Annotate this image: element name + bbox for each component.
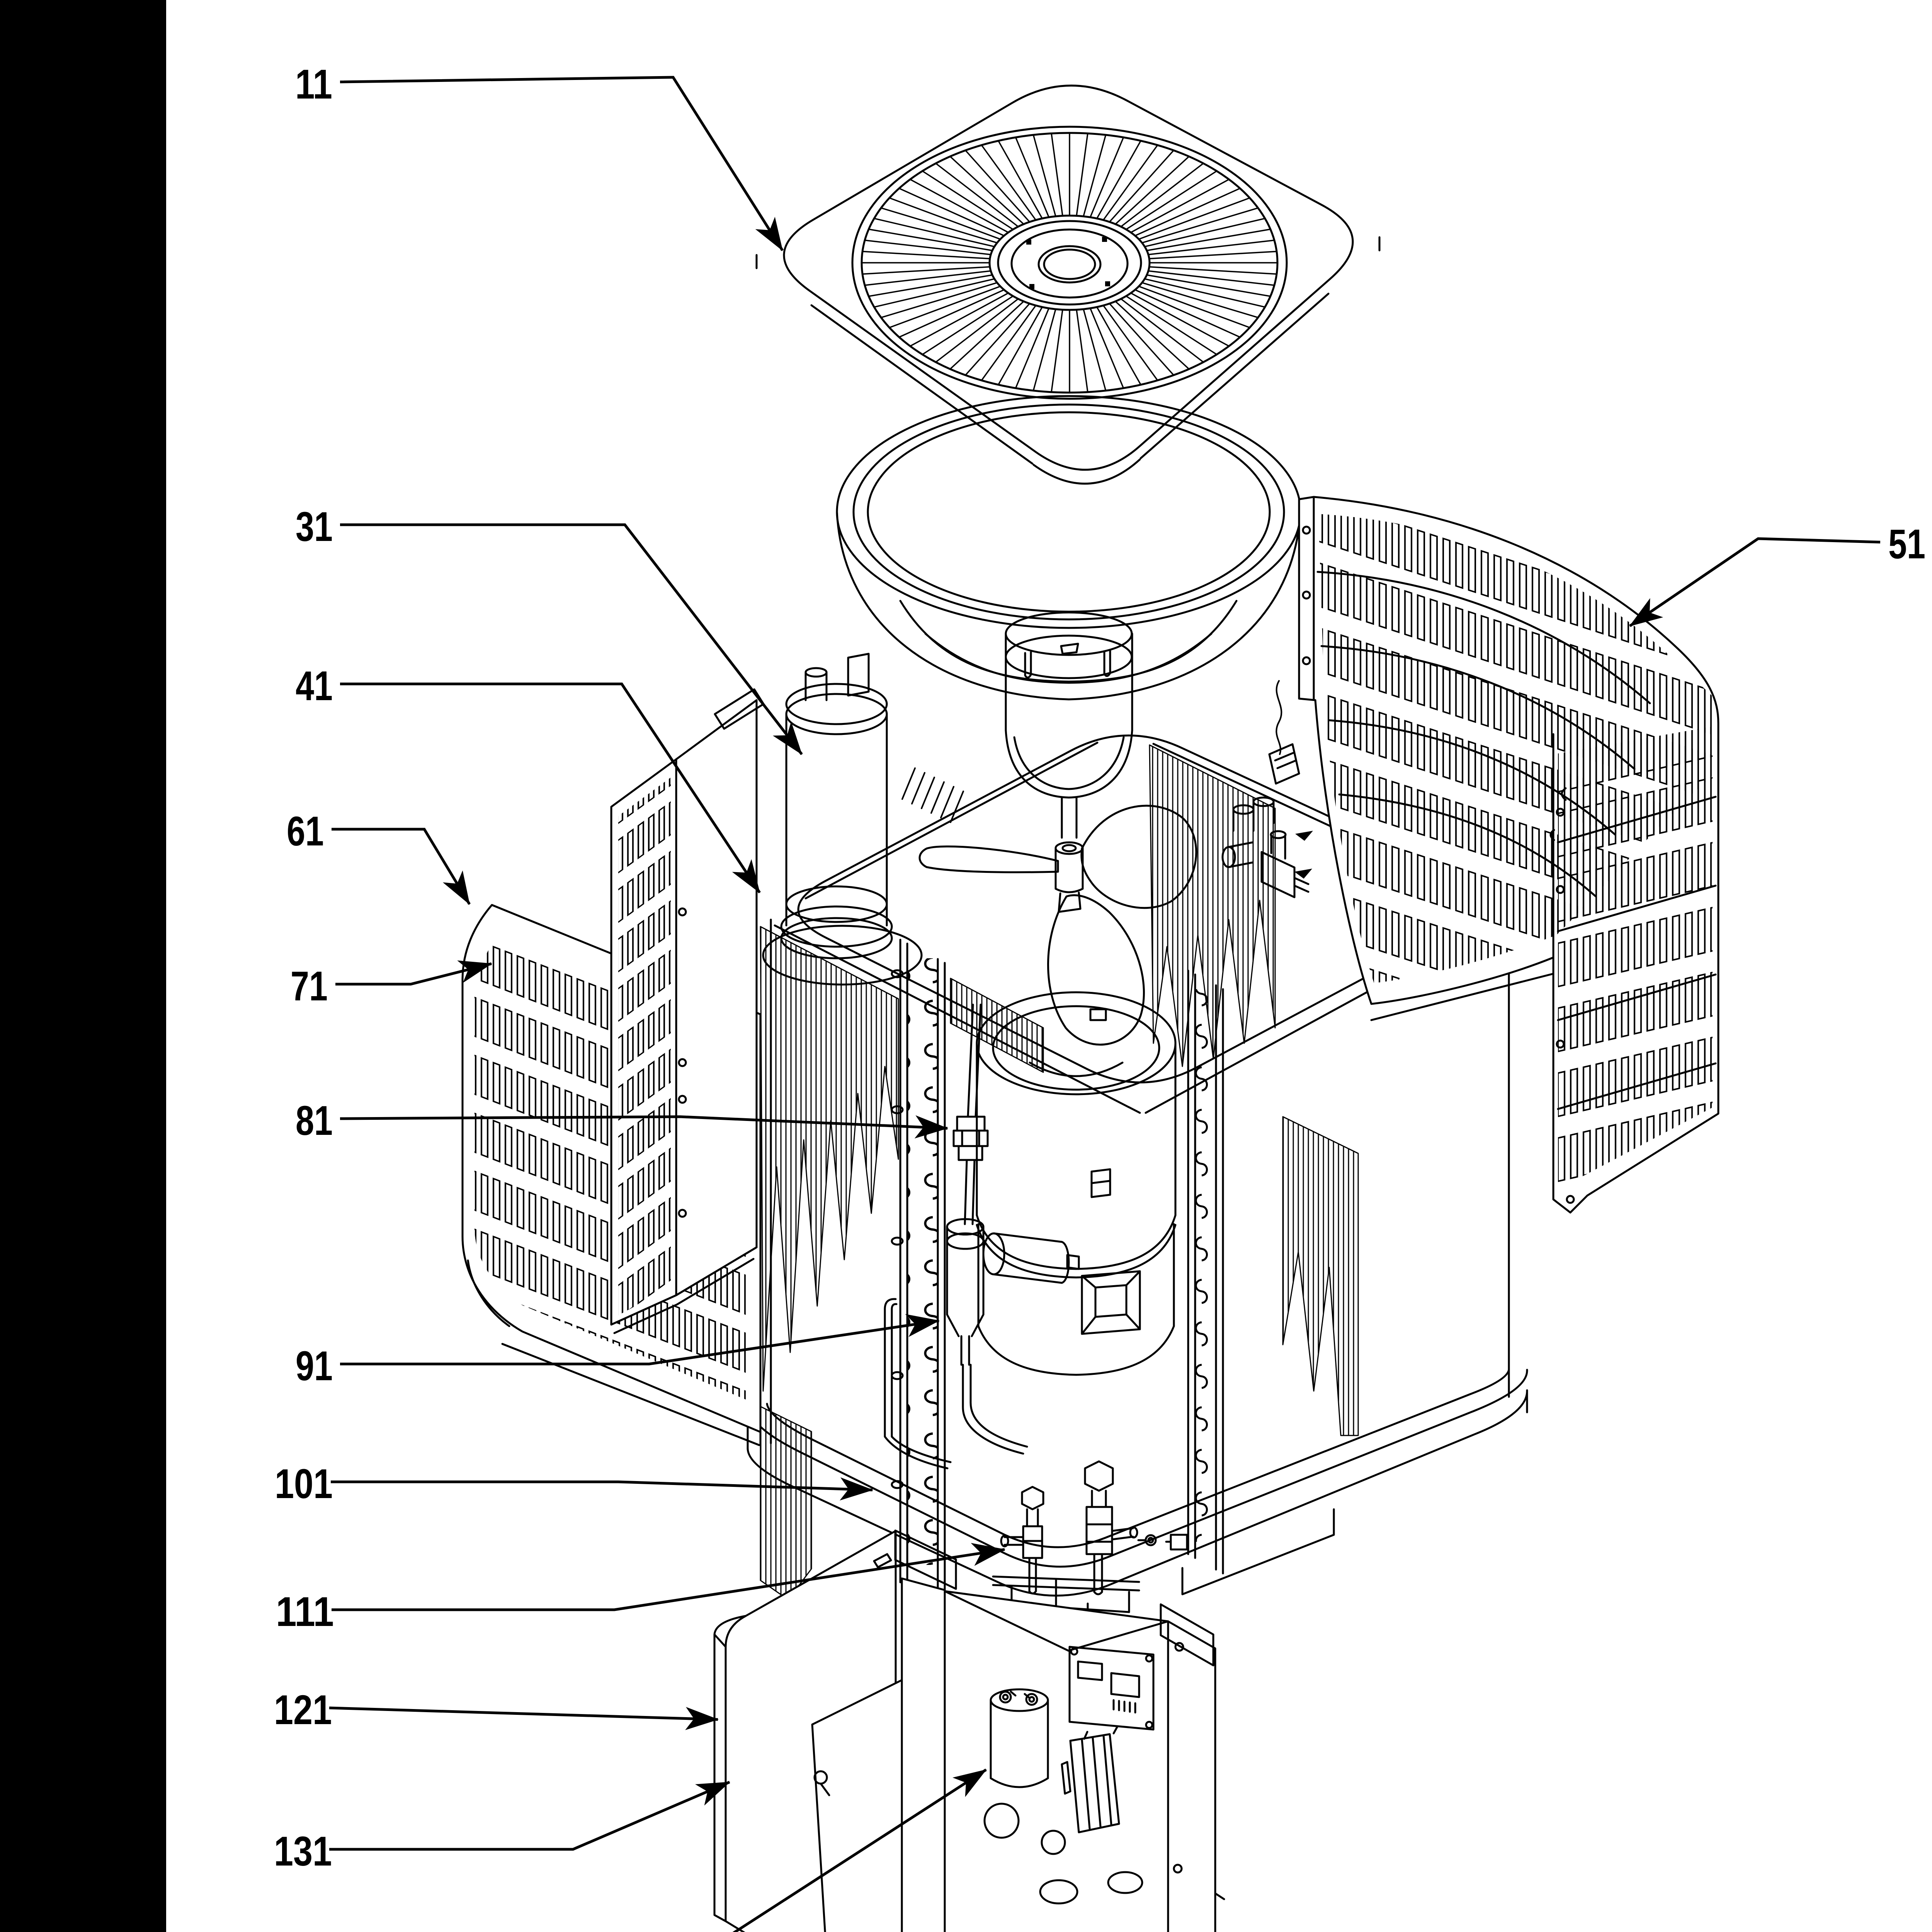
callout-101: 101: [275, 1460, 873, 1507]
callout-label-91: 91: [296, 1342, 333, 1389]
callout-111: 111: [276, 1543, 1005, 1635]
callout-label-101: 101: [275, 1460, 333, 1507]
accumulator: [762, 653, 923, 986]
callout-11: 11: [295, 61, 784, 251]
callout-71: 71: [291, 960, 492, 1009]
circuit-board: [1068, 1646, 1155, 1731]
callout-131: 131: [274, 1781, 730, 1874]
run-capacitor: [990, 1688, 1049, 1788]
wire-harness: [1276, 680, 1282, 755]
callout-label-31: 31: [296, 503, 333, 550]
callout-label-131: 131: [274, 1828, 332, 1874]
contactor: [1061, 1725, 1120, 1833]
fan-motor: [1005, 611, 1133, 839]
drawing-linework: [461, 84, 1719, 1932]
callout-141: 141: [732, 1769, 987, 1932]
callout-31: 31: [296, 503, 803, 755]
callout-81: 81: [296, 1097, 948, 1144]
callout-91: 91: [296, 1314, 940, 1389]
access-door: [811, 1679, 903, 1932]
inline-fitting: [952, 1116, 989, 1161]
callout-label-11: 11: [295, 61, 332, 107]
callout-121: 121: [274, 1686, 719, 1733]
callout-label-81: 81: [296, 1097, 333, 1144]
callouts: 11 31 41 51 61 71 81 91: [274, 61, 1925, 1932]
coil-deck-assembly: [760, 680, 1510, 1608]
left-rear-grille-panel: [610, 688, 765, 1334]
compressor: [976, 991, 1177, 1376]
callout-label-61: 61: [287, 808, 324, 854]
callout-51: 51: [1629, 520, 1925, 627]
callout-label-51: 51: [1888, 520, 1925, 567]
right-grille-panel: [1298, 496, 1719, 1214]
control-panel: [894, 1529, 1225, 1932]
callout-label-41: 41: [296, 662, 333, 709]
callout-61: 61: [287, 808, 471, 905]
callout-label-111: 111: [276, 1588, 334, 1635]
callout-label-121: 121: [274, 1686, 332, 1733]
callout-label-71: 71: [291, 963, 328, 1009]
deck-fittings: [1221, 796, 1313, 898]
top-panel-fan-grille: [755, 84, 1381, 485]
filter-drier: [946, 1218, 985, 1366]
fan-grille-spokes: [862, 133, 1277, 393]
refrigerant-plumbing: [884, 1003, 1028, 1469]
callout-41: 41: [296, 662, 761, 893]
